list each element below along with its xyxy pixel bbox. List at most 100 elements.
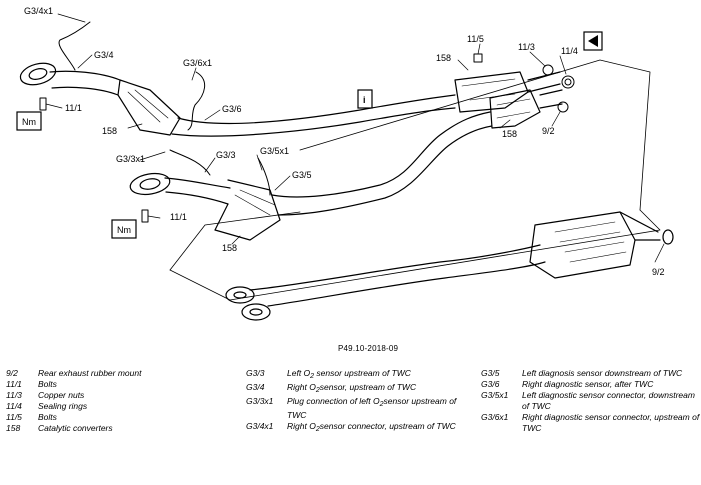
- legend-row: 11/4 Sealing rings: [6, 401, 141, 412]
- legend-key: 11/4: [6, 401, 22, 411]
- rubber-mount-9-2-top: [557, 101, 569, 113]
- legend-key: G3/4x1: [246, 421, 274, 431]
- panel-outline-left: [169, 211, 301, 271]
- legend-row: 11/1 Bolts: [6, 379, 141, 390]
- info-box: [357, 89, 373, 109]
- legend-key: 158: [6, 423, 21, 433]
- legend-description-subscript: 2: [379, 401, 384, 408]
- legend-description: Plug connection of left O2sensor upstrea…: [287, 396, 477, 421]
- label-11-1-bottom: 11/1: [170, 212, 187, 222]
- legend-description: Left diagnosis sensor downstream of TWC: [522, 368, 683, 378]
- label-9-2-bottom: 9/2: [652, 267, 665, 277]
- legend-row: G3/5 Left diagnosis sensor downstream of …: [481, 368, 701, 379]
- sealing-ring-11-4: [561, 75, 575, 89]
- legend-key: G3/3: [246, 368, 265, 378]
- legend-description: Right O2sensor, upstream of TWC: [287, 382, 477, 396]
- legend-description: Sealing rings: [38, 401, 88, 411]
- legend-key: G3/4: [246, 382, 265, 392]
- sensor-g3-5-wire: [257, 157, 271, 196]
- legend-description-suffix: sensor upstream of TWC: [287, 396, 457, 420]
- legend-key: G3/5: [481, 368, 500, 378]
- legend-description-suffix: sensor, upstream of TWC: [319, 382, 417, 392]
- legend-description-subscript: 2: [315, 426, 320, 433]
- label-158-top: 158: [436, 53, 451, 63]
- copper-nut-11-3: [542, 64, 554, 76]
- label-g3-5x1: G3/5x1: [260, 146, 289, 156]
- torque-box-bottom: [111, 219, 137, 239]
- legend-description: Right diagnostic sensor connector, upstr…: [522, 412, 700, 433]
- legend-description-prefix: Right O: [287, 382, 316, 392]
- legend-description: Copper nuts: [38, 390, 85, 400]
- label-158-left: 158: [102, 126, 117, 136]
- torque-box-top: [16, 111, 42, 131]
- right-bank-pipe: [19, 62, 561, 137]
- label-g3-4: G3/4: [94, 50, 114, 60]
- legend-row: 9/2 Rear exhaust rubber mount: [6, 368, 141, 379]
- legend-key: 11/3: [6, 390, 22, 400]
- figure-reference: P49.10-2018-09: [338, 344, 399, 353]
- label-g3-5: G3/5: [292, 170, 312, 180]
- sensor-g3-4-wire: [58, 21, 91, 71]
- torque-label-bottom: Nm: [117, 225, 131, 235]
- legend-row: G3/4x1 Right O2sensor connector, upstream…: [246, 421, 477, 435]
- legend-description-prefix: Left O: [287, 368, 311, 378]
- legend-description-subscript: 2: [310, 373, 315, 380]
- torque-label-top: Nm: [22, 117, 36, 127]
- legend-key: 11/1: [6, 379, 22, 389]
- legend-description-suffix: sensor connector, upstream of TWC: [319, 421, 456, 431]
- legend-row: 11/5 Bolts: [6, 412, 141, 423]
- label-g3-4x1: G3/4x1: [24, 6, 53, 16]
- legend-row: G3/6x1 Right diagnostic sensor connector,…: [481, 412, 701, 434]
- legend-key: G3/6x1: [481, 412, 509, 422]
- label-g3-6x1: G3/6x1: [183, 58, 212, 68]
- legend-row: 158 Catalytic converters: [6, 423, 141, 434]
- bolt-11-1-top: [39, 97, 47, 111]
- legend-description: Left diagnostic sensor connector, downst…: [522, 390, 695, 411]
- legend-description: Left O2 sensor upstream of TWC: [287, 368, 477, 382]
- legend-description-suffix: sensor upstream of TWC: [314, 368, 411, 378]
- legend-key: G3/3x1: [246, 396, 274, 406]
- hardware: [39, 21, 575, 223]
- sensor-g3-6-wire: [187, 71, 205, 131]
- label-11-1-top: 11/1: [65, 103, 82, 113]
- legend-description-prefix: Plug connection of left O: [287, 396, 380, 406]
- label-g3-3: G3/3: [216, 150, 236, 160]
- panel-outline: [299, 59, 651, 211]
- legend-row: G3/3 Left O2 sensor upstream of TWC: [246, 368, 477, 382]
- label-158-bottom: 158: [222, 243, 237, 253]
- legend-key: 11/5: [6, 412, 22, 422]
- legend-description-subscript: 2: [315, 387, 320, 394]
- legend-description-prefix: Right O: [287, 421, 316, 431]
- leader-lines: [45, 13, 665, 263]
- legend-column-3: G3/5 Left diagnosis sensor downstream of …: [481, 368, 701, 434]
- panel-outline-lower: [169, 209, 661, 301]
- triangle-icon: [588, 35, 598, 47]
- label-g3-6: G3/6: [222, 104, 242, 114]
- label-9-2-top: 9/2: [542, 126, 555, 136]
- left-bank-pipe: [129, 89, 563, 241]
- legend-key: G3/6: [481, 379, 500, 389]
- legend-key: 9/2: [6, 368, 18, 378]
- rear-pipe-and-muffler: [225, 211, 674, 321]
- legend-description: Right O2sensor connector, upstream of TW…: [287, 421, 477, 435]
- legend-description: Rear exhaust rubber mount: [38, 368, 142, 378]
- legend-description: Catalytic converters: [38, 423, 113, 433]
- bolt-11-1-bottom: [141, 209, 149, 223]
- legend-description: Bolts: [38, 379, 57, 389]
- sensor-g3-3-wire: [169, 149, 211, 176]
- legend-row: G3/3x1 Plug connection of left O2sensor u…: [246, 396, 477, 421]
- label-11-5: 11/5: [467, 34, 484, 44]
- legend-row: G3/4 Right O2sensor, upstream of TWC: [246, 382, 477, 396]
- legend-row: 11/3 Copper nuts: [6, 390, 141, 401]
- bolt-11-5: [473, 53, 483, 63]
- legend-row: G3/6 Right diagnostic sensor, after TWC: [481, 379, 701, 390]
- legend-key: G3/5x1: [481, 390, 509, 400]
- label-11-4: 11/4: [561, 46, 578, 56]
- legend-description: Right diagnostic sensor, after TWC: [522, 379, 654, 389]
- info-symbol: i: [363, 95, 366, 105]
- legend-description: Bolts: [38, 412, 57, 422]
- legend-row: G3/5x1 Left diagnostic sensor connector, …: [481, 390, 701, 412]
